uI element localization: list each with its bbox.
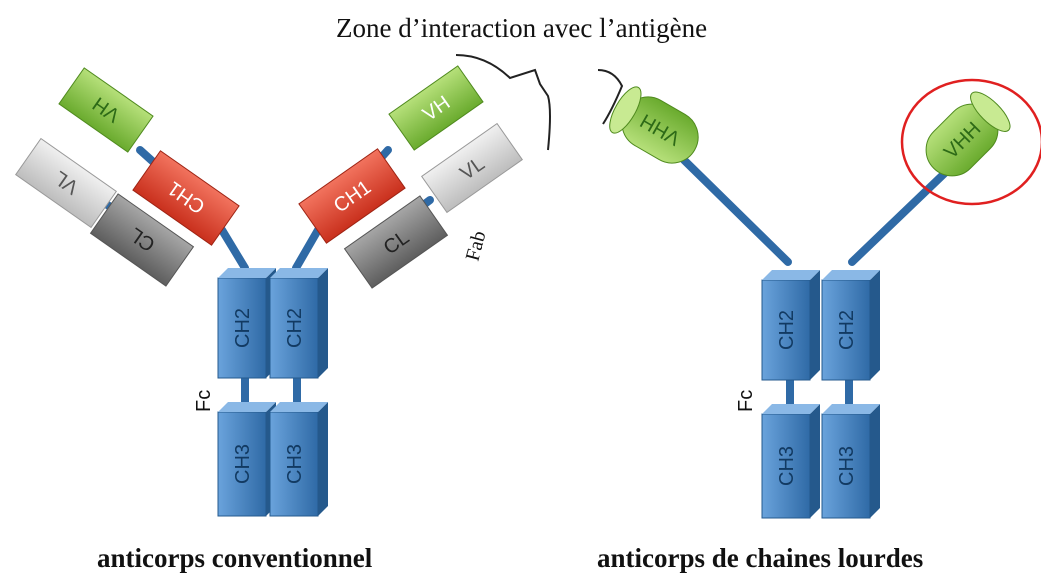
fc-label-heavy-chain: Fc xyxy=(735,390,757,412)
ch1-domain-left xyxy=(132,150,240,246)
ch2-label-c: CH2 xyxy=(776,310,798,350)
ch2-label-a: CH2 xyxy=(232,308,254,348)
right-arm: VH VL CH1 CL xyxy=(298,65,523,289)
vhh-domain-left-cap xyxy=(609,86,642,134)
vhh-domain-right-cap xyxy=(970,91,1011,132)
diagram-title: Zone d’interaction avec l’antigène xyxy=(336,13,707,43)
ch2-domain-a-top xyxy=(218,268,276,278)
ch2-label-d: CH2 xyxy=(836,310,858,350)
ch3-domain-b xyxy=(269,411,319,517)
ch3-domain-d xyxy=(821,413,871,519)
ch2-domain-d-side xyxy=(870,270,880,380)
vh-domain-right xyxy=(388,65,484,151)
ch1-domain-right xyxy=(298,148,406,244)
ch3-label-c: CH3 xyxy=(776,446,798,486)
vl-domain-left xyxy=(15,137,117,229)
fc-label-conventional: Fc xyxy=(193,390,215,412)
highlight-circle xyxy=(900,78,1041,206)
ch2-domain-d xyxy=(821,279,871,381)
ch2-domain-c-top xyxy=(762,270,820,280)
cl-domain-right xyxy=(343,195,449,289)
left-arm: VH VL CH1 CL xyxy=(15,67,240,287)
ch2-domain-d-top xyxy=(822,270,880,280)
ch3-domain-d-top xyxy=(822,404,880,414)
ch3-domain-b-top xyxy=(270,402,328,412)
vl-domain-right xyxy=(421,122,523,214)
ch3-domain-b-side xyxy=(318,402,328,516)
antigen-zone-bracket-right xyxy=(597,69,624,125)
caption-conventional: anticorps conventionnel xyxy=(97,543,373,573)
ch3-domain-a xyxy=(217,411,267,517)
vhh-linker-right xyxy=(848,166,952,266)
cl-domain-left xyxy=(89,193,195,287)
ch2-domain-b-side xyxy=(318,268,328,378)
ch3-domain-c-top xyxy=(762,404,820,414)
hinge-linker-left xyxy=(218,226,249,272)
ch3-domain-a-top xyxy=(218,402,276,412)
vhh-linker-left xyxy=(680,156,792,266)
fc-region-conventional: CH2 CH2 CH3 CH3 xyxy=(217,268,328,517)
ch2-label-b: CH2 xyxy=(284,308,306,348)
fc-region-heavy-chain: CH2 CH2 CH3 CH3 xyxy=(761,270,880,519)
ch3-label-b: CH3 xyxy=(284,444,306,484)
ch3-label-a: CH3 xyxy=(232,444,254,484)
antigen-zone-bracket-left xyxy=(455,54,551,151)
caption-heavy-chain: anticorps de chaines lourdes xyxy=(597,543,923,573)
ch2-domain-c-side xyxy=(810,270,820,380)
ch2-domain-a xyxy=(217,277,267,379)
ch3-domain-d-side xyxy=(870,404,880,518)
ch3-domain-c-side xyxy=(810,404,820,518)
ch2-domain-b-top xyxy=(270,268,328,278)
hinge-linker-right xyxy=(292,226,322,272)
vh-domain-left xyxy=(58,67,154,153)
fab-label: Fab xyxy=(462,229,491,264)
ch3-label-d: CH3 xyxy=(836,446,858,486)
